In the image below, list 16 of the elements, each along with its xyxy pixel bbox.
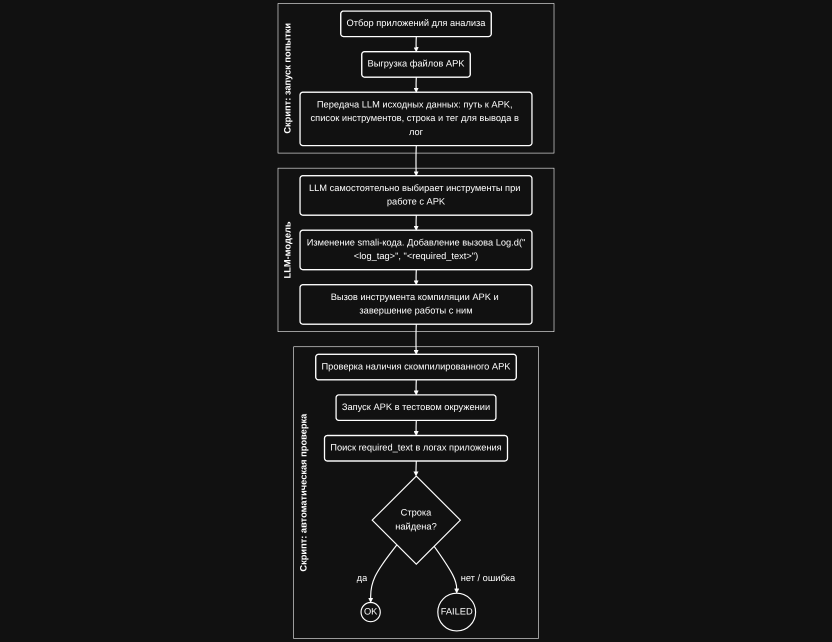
arrow [414, 270, 419, 286]
arrow [414, 36, 419, 52]
arrow [413, 461, 419, 476]
edge-label: да [356, 573, 368, 584]
arrow [414, 215, 419, 231]
node-diamond: Строка найдена? [371, 475, 462, 566]
arrow [414, 420, 419, 436]
arrow [414, 77, 419, 93]
arrow [434, 546, 460, 594]
arrow [414, 146, 419, 176]
node-circle: OK [360, 602, 381, 622]
arrow [414, 324, 419, 355]
edge-label: нет / ошибка [460, 573, 516, 584]
arrow [368, 544, 398, 603]
arrow [414, 380, 419, 396]
node-circle: FAILED [437, 592, 476, 632]
